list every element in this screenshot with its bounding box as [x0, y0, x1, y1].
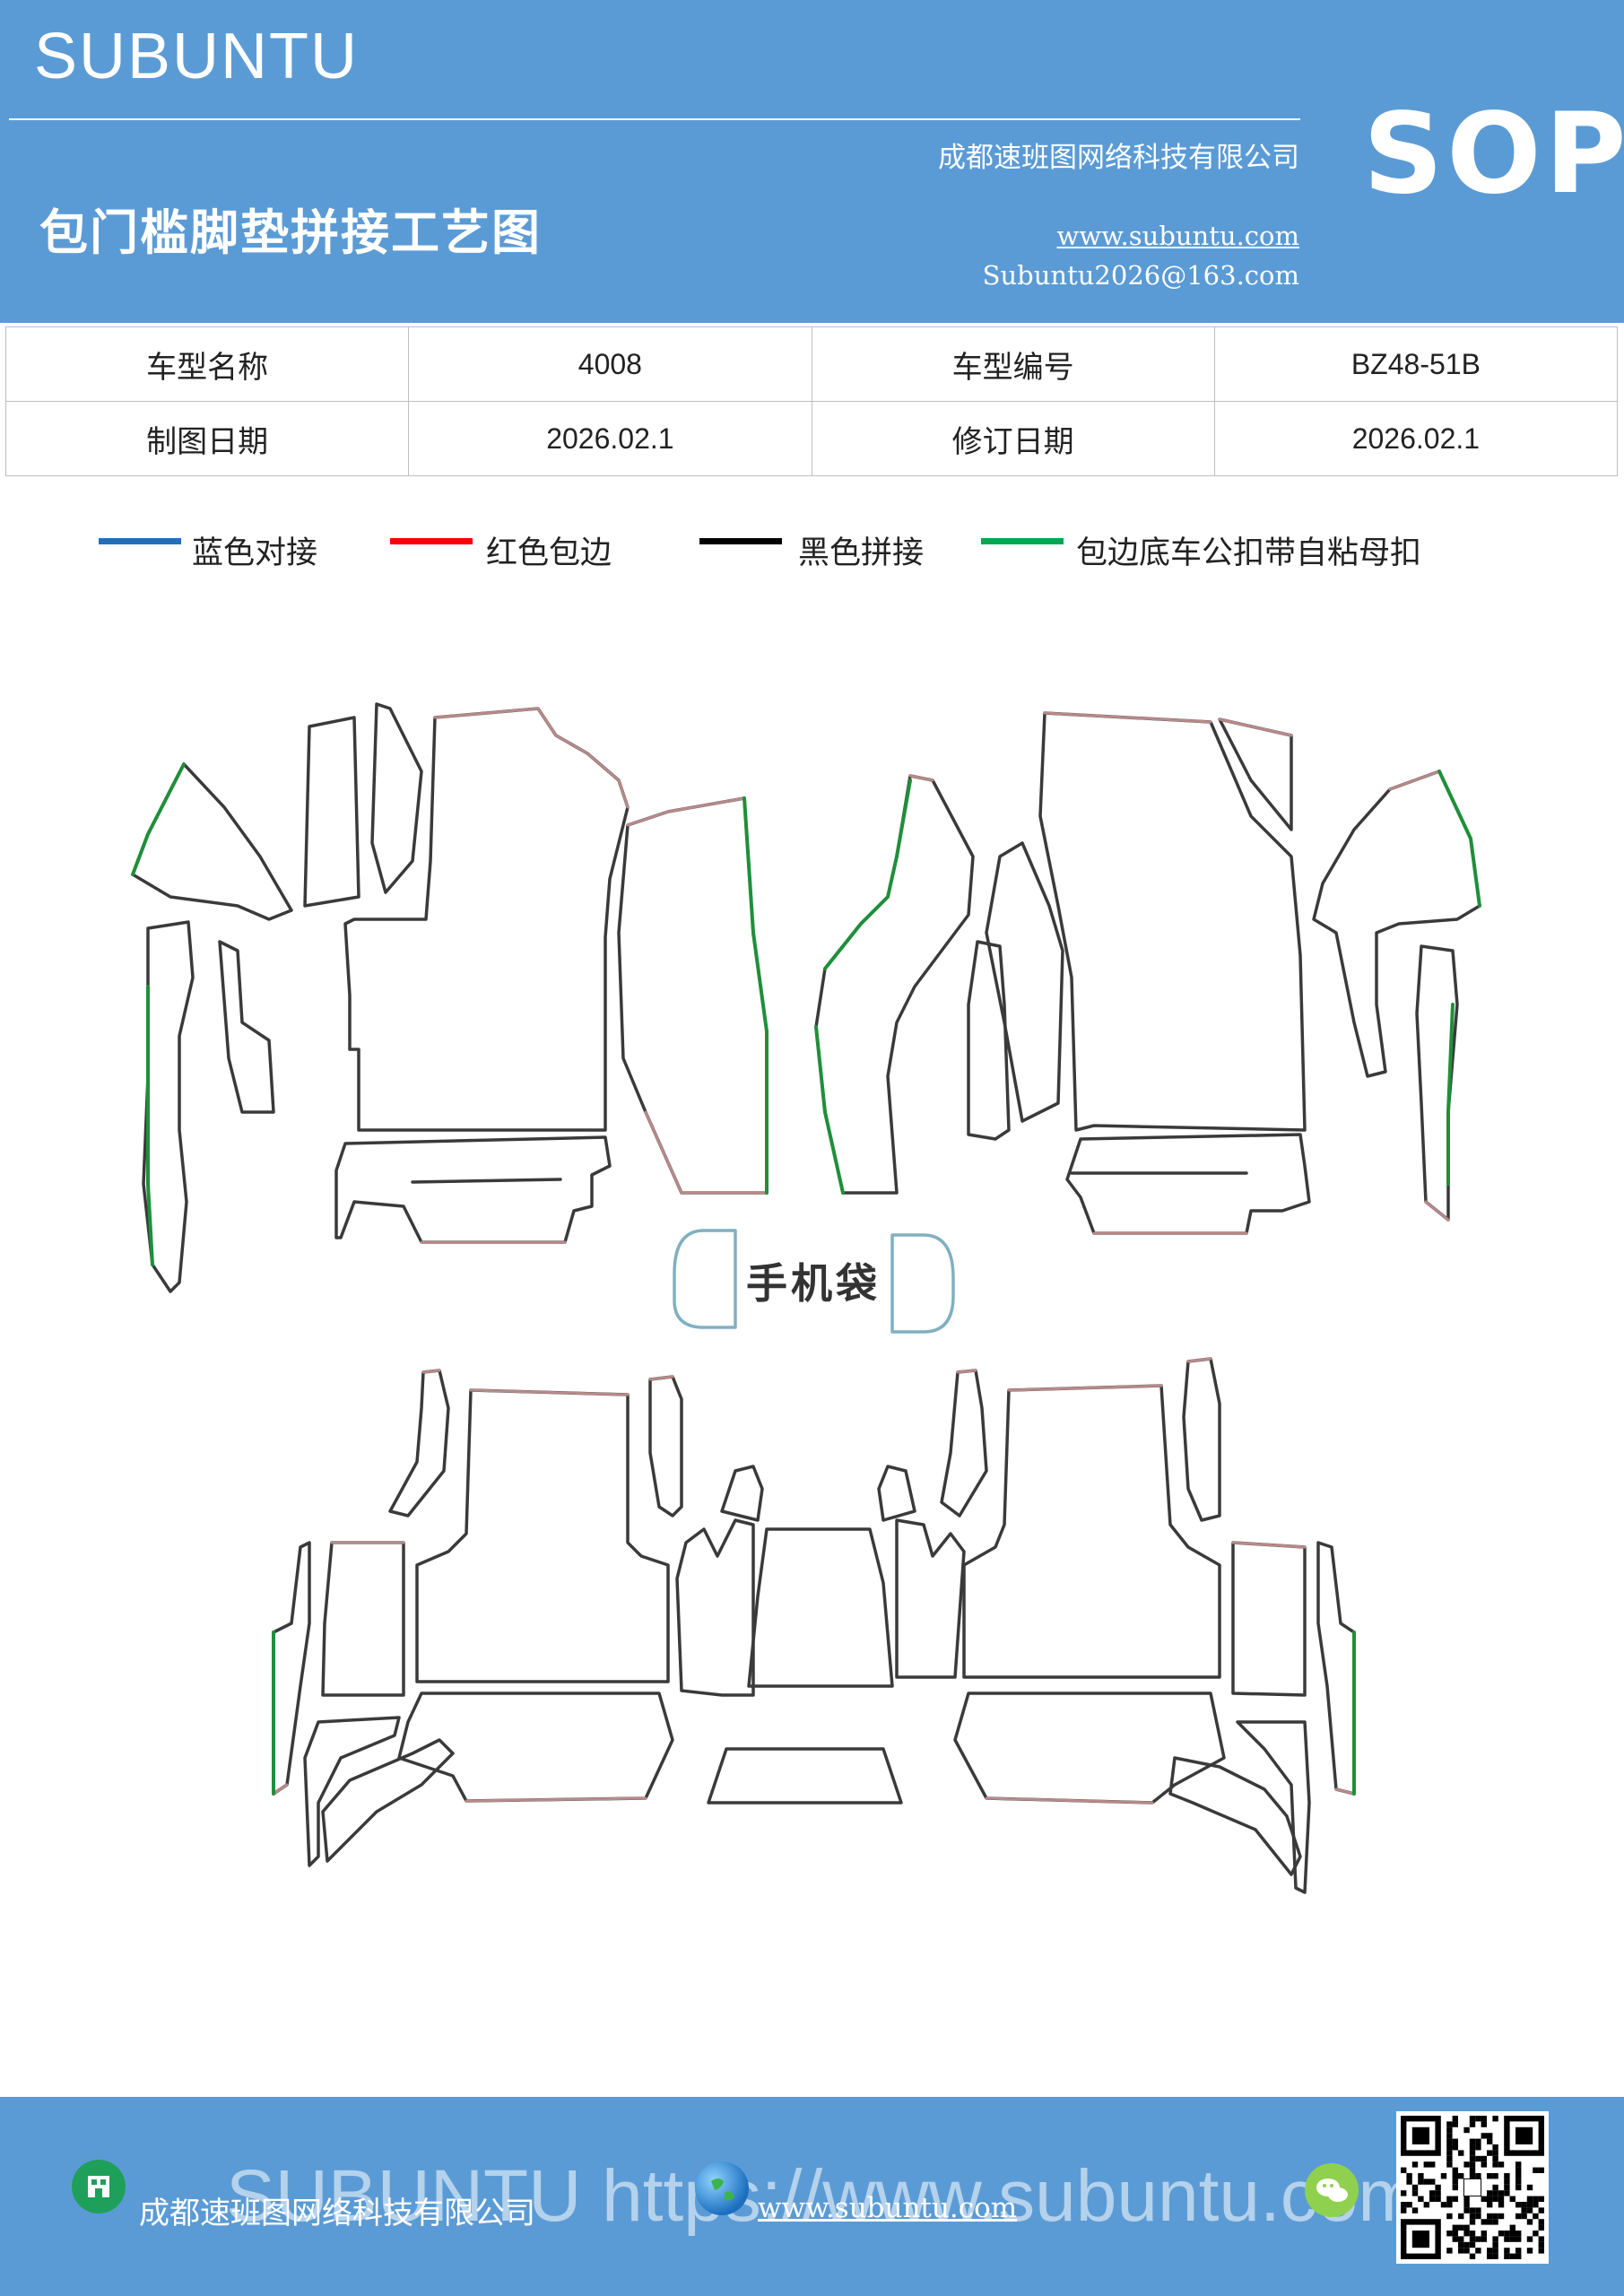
label-cell: 制图日期	[4, 401, 410, 476]
legend-label: 蓝色对接	[192, 535, 318, 571]
legend-swatch-black	[699, 538, 782, 544]
website-link[interactable]: www.subuntu.com	[1056, 221, 1299, 251]
globe-icon	[695, 2161, 749, 2215]
mat-piece-bottom-right-curve-b	[1168, 1756, 1302, 1876]
mat-piece-bottom-right-tall	[1182, 1357, 1221, 1522]
mat-layout-diagram: 手机袋	[0, 682, 1624, 1919]
mat-piece-center-main	[747, 1527, 894, 1688]
wechat-icon	[1305, 2163, 1359, 2217]
mat-piece-bottom-left-box	[321, 1541, 405, 1697]
value-cell: BZ48-51B	[1213, 326, 1619, 402]
building-icon	[72, 2160, 126, 2213]
header-divider	[9, 118, 1300, 120]
mat-piece-bottom-right-curve	[1236, 1720, 1311, 1894]
mat-piece-left-side-small	[218, 940, 275, 1114]
mat-piece-right-bottom	[1065, 1133, 1311, 1235]
footer-banner: SUBUNTU https://www.subuntu.com 成都速班图网络科…	[0, 2097, 1624, 2296]
mat-piece-bottom-left-arch	[388, 1369, 450, 1518]
label-cell: 车型编号	[811, 326, 1215, 402]
color-legend: 蓝色对接 红色包边 黑色拼接 包边底车公扣带自粘母扣	[0, 520, 1624, 574]
mat-piece-bottom-left-curve-b	[321, 1738, 455, 1863]
legend-label: 黑色拼接	[798, 535, 925, 571]
phone-pocket-left	[673, 1229, 737, 1329]
qr-code-pattern	[1401, 2116, 1544, 2259]
footer-company: 成都速班图网络科技有限公司	[139, 2196, 535, 2231]
vehicle-info-table: 车型名称 4008 车型编号 BZ48-51B 制图日期 2026.02.1 修…	[4, 326, 1619, 476]
mat-piece-center-bottom	[707, 1747, 903, 1805]
footer-website-link[interactable]: www.subuntu.com	[758, 2192, 1018, 2224]
mat-piece-left-vertical-b	[370, 702, 423, 894]
email-address[interactable]: Subuntu2026@163.com	[982, 260, 1299, 291]
table-row: 车型名称 4008 车型编号 BZ48-51B	[4, 326, 1619, 402]
phone-pocket-right	[890, 1233, 955, 1334]
phone-pocket-label: 手机袋	[746, 1259, 881, 1308]
mat-piece-bottom-left-front	[415, 1388, 670, 1683]
value-cell: 4008	[408, 326, 812, 402]
legend-swatch-blue	[99, 538, 181, 544]
mat-piece-center-right-tab	[895, 1518, 966, 1679]
sop-badge: SOP	[1363, 90, 1624, 219]
legend-swatch-red	[390, 538, 473, 544]
mat-piece-left-main	[343, 707, 630, 1132]
mat-piece-bottom-left-tall	[648, 1375, 683, 1518]
label-cell: 修订日期	[811, 401, 1215, 476]
mat-piece-center-arch-right	[877, 1465, 916, 1522]
document-title: 包门槛脚垫拼接工艺图	[39, 204, 542, 261]
company-name: 成都速班图网络科技有限公司	[938, 142, 1299, 174]
mat-piece-left-strip	[142, 920, 195, 1293]
mat-piece-center-arch-left	[720, 1465, 764, 1522]
mat-piece-bottom-right-strip	[1316, 1541, 1356, 1796]
value-cell: 2026.02.1	[408, 401, 812, 476]
mat-piece-right-strip-a	[967, 940, 1011, 1141]
label-cell: 车型名称	[4, 326, 410, 402]
header-banner: SUBUNTU 包门槛脚垫拼接工艺图 成都速班图网络科技有限公司 www.sub…	[0, 0, 1624, 323]
brand-logo-text: SUBUNTU	[34, 21, 360, 92]
qr-code[interactable]	[1396, 2111, 1549, 2264]
legend-label: 包边底车公扣带自粘母扣	[1076, 535, 1422, 571]
mat-piece-bottom-left-under	[397, 1692, 674, 1803]
mat-piece-right-strip-b	[985, 841, 1064, 1123]
table-row: 制图日期 2026.02.1 修订日期 2026.02.1	[4, 401, 1619, 476]
legend-swatch-green	[981, 538, 1064, 544]
value-cell: 2026.02.1	[1213, 401, 1619, 476]
mat-piece-left-vertical-a	[303, 716, 360, 908]
footer-watermark: SUBUNTU https://www.subuntu.com	[226, 2155, 1420, 2237]
mat-piece-right-main	[1038, 711, 1307, 1132]
mat-piece-left-door-front	[131, 762, 293, 921]
mat-piece-left-rear-mat	[617, 796, 769, 1195]
mat-piece-center-left-tab	[675, 1518, 755, 1697]
mat-piece-right-front	[814, 774, 975, 1195]
mat-piece-bottom-right-arch	[940, 1369, 988, 1518]
mat-piece-right-corner	[1218, 718, 1293, 831]
mat-pieces-svg	[131, 702, 1481, 1894]
mat-piece-bottom-right-under	[953, 1692, 1226, 1805]
mat-piece-bottom-left-curve	[303, 1716, 401, 1867]
mat-piece-left-bottom-inner	[411, 1178, 562, 1184]
mat-piece-left-bottom	[334, 1135, 612, 1244]
mat-piece-bottom-right-box	[1231, 1541, 1307, 1697]
legend-label: 红色包边	[486, 535, 612, 571]
mat-piece-bottom-right-front	[962, 1384, 1221, 1679]
